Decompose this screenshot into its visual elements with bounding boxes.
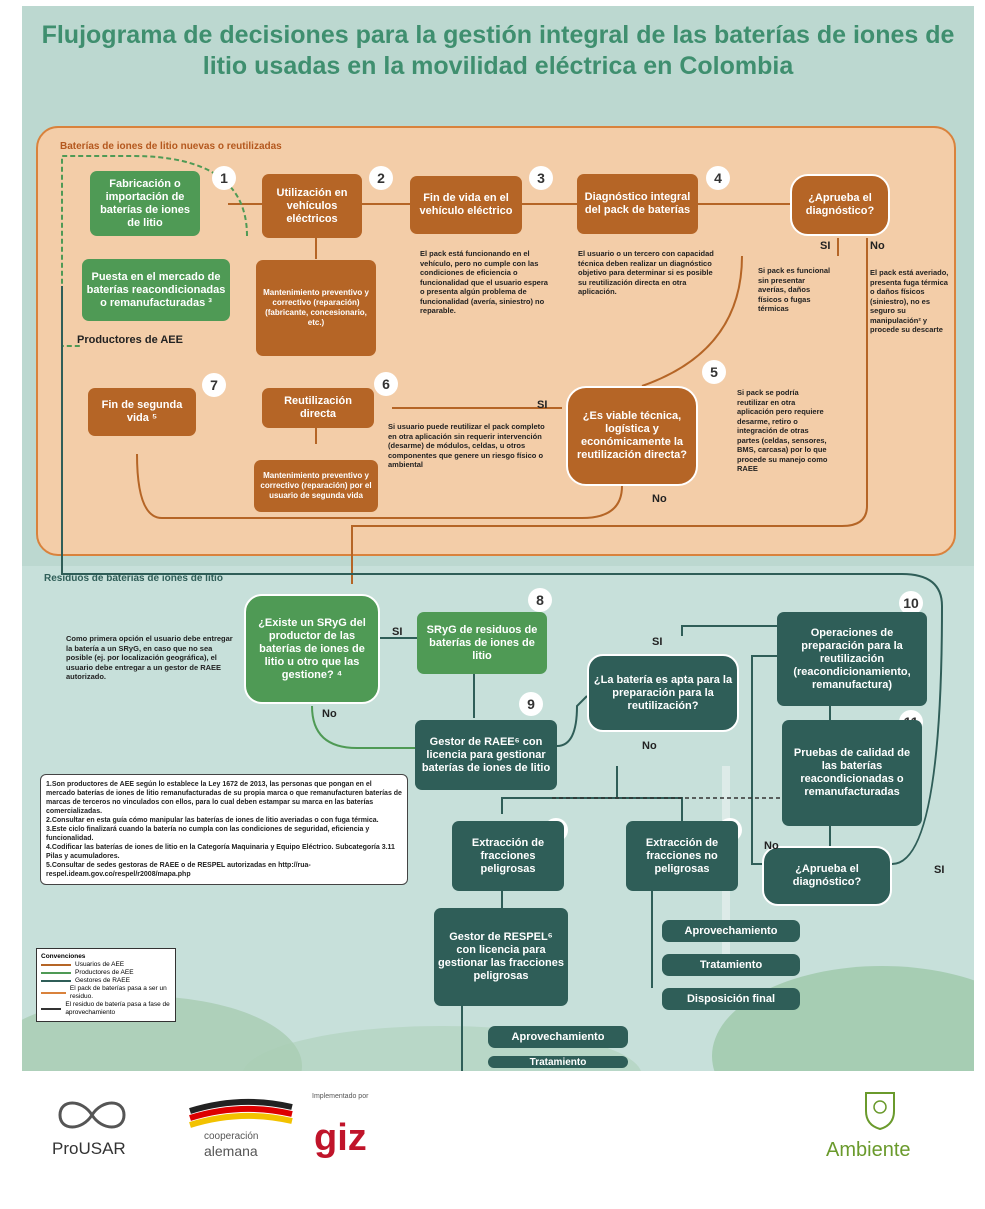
legend-item: Gestores de RAEE bbox=[41, 977, 171, 985]
node-existe-sryg: ¿Existe un SRyG del productor de las bat… bbox=[244, 594, 380, 704]
output-aprovechamiento: Aprovechamiento bbox=[662, 920, 800, 942]
legend-label: El residuo de batería pasa a fase de apr… bbox=[65, 1001, 170, 1016]
node-pruebas-calidad: Pruebas de calidad de las baterías reaco… bbox=[782, 720, 922, 826]
note-fin-vida: El pack está funcionando en el vehículo,… bbox=[420, 249, 548, 315]
legend-item: El pack de baterías pasa a ser un residu… bbox=[41, 985, 171, 1001]
prousar-logo: ProUSAR bbox=[52, 1139, 126, 1158]
footnote: 4.Codificar las baterías de iones de lit… bbox=[46, 844, 395, 860]
note-sryg: Como primera opción el usuario debe entr… bbox=[66, 634, 233, 681]
colombia-shield-icon bbox=[865, 1092, 895, 1131]
node-gestor-respel: Gestor de RESPEL⁶ con licencia para gest… bbox=[434, 908, 568, 1006]
step-number: 9 bbox=[519, 692, 543, 716]
step-number: 3 bbox=[529, 166, 553, 190]
output-tratamiento: Tratamiento bbox=[662, 954, 800, 976]
node-utilizacion: Utilización en vehículos eléctricos bbox=[262, 174, 362, 238]
step-number: 2 bbox=[369, 166, 393, 190]
legend-swatch bbox=[41, 972, 71, 974]
node-fin-segunda-vida: Fin de segunda vida ⁵ bbox=[88, 388, 196, 436]
node-apta-reutilizacion: ¿La batería es apta para la preparación … bbox=[587, 654, 739, 732]
node-mantenimiento-segunda-vida: Mantenimiento preventivo y correctivo (r… bbox=[254, 460, 378, 512]
node-operaciones-preparacion: Operaciones de preparación para la reuti… bbox=[777, 612, 927, 706]
output-disposicion-final: Disposición final bbox=[662, 988, 800, 1010]
productores-label: Productores de AEE bbox=[77, 334, 183, 346]
legend-swatch bbox=[41, 1008, 62, 1010]
step-number: 1 bbox=[212, 166, 236, 190]
label-si: SI bbox=[934, 864, 945, 876]
connector-lines bbox=[61, 155, 944, 1071]
step-number: 7 bbox=[202, 373, 226, 397]
node-reutilizacion-directa: Reutilización directa bbox=[262, 388, 374, 428]
footnotes-box: 1.Son productores de AEE según lo establ… bbox=[40, 774, 408, 885]
label-si: SI bbox=[392, 626, 403, 638]
output-tratamiento: Tratamiento bbox=[488, 1056, 628, 1068]
label-si: SI bbox=[652, 636, 663, 648]
legend-swatch bbox=[41, 964, 71, 966]
node-gestor-raee: Gestor de RAEE⁶ con licencia para gestio… bbox=[415, 720, 557, 790]
page-title: Flujograma de decisiones para la gestión… bbox=[41, 21, 955, 80]
label-si: SI bbox=[820, 240, 831, 252]
node-viable-reutilizacion: ¿Es viable técnica, logística y económic… bbox=[566, 386, 698, 486]
legend-label: Productores de AEE bbox=[75, 969, 134, 976]
node-fracciones-peligrosas: Extracción de fracciones peligrosas bbox=[452, 821, 564, 891]
label-no: No bbox=[652, 493, 667, 505]
footnote: 2.Consultar en esta guía cómo manipular … bbox=[46, 817, 379, 824]
label-no: No bbox=[764, 840, 779, 852]
legend-item: El residuo de batería pasa a fase de apr… bbox=[41, 1001, 171, 1017]
node-fracciones-no-peligrosas: Extracción de fracciones no peligrosas bbox=[626, 821, 738, 891]
legend: Convenciones Usuarios de AEE Productores… bbox=[36, 948, 176, 1022]
node-aprueba-diagnostico: ¿Aprueba el diagnóstico? bbox=[790, 174, 890, 236]
flowchart-poster: Flujograma de decisiones para la gestión… bbox=[22, 6, 974, 1071]
ambiente-logo: Ambiente bbox=[826, 1139, 911, 1161]
node-aprueba-pruebas: ¿Aprueba el diagnóstico? bbox=[762, 846, 892, 906]
legend-item: Productores de AEE bbox=[41, 969, 171, 977]
output-aprovechamiento: Aprovechamiento bbox=[488, 1026, 628, 1048]
german-flag-icon bbox=[189, 1098, 293, 1128]
node-diagnostico: Diagnóstico integral del pack de batería… bbox=[577, 174, 698, 234]
legend-swatch bbox=[41, 992, 66, 994]
legend-label: Gestores de RAEE bbox=[75, 977, 130, 984]
legend-swatch bbox=[41, 980, 71, 982]
step-number: 4 bbox=[706, 166, 730, 190]
note-diagnostico: El usuario o un tercero con capacidad té… bbox=[578, 249, 714, 296]
footnote: 1.Son productores de AEE según lo establ… bbox=[46, 781, 402, 815]
step-number: 5 bbox=[702, 360, 726, 384]
step-number: 10 bbox=[899, 591, 923, 615]
lower-section-label: Residuos de baterías de iones de litio bbox=[44, 573, 223, 584]
label-no: No bbox=[870, 240, 885, 252]
node-fabricacion: Fabricación o importación de baterías de… bbox=[90, 171, 200, 236]
label-no: No bbox=[642, 740, 657, 752]
step-number: 6 bbox=[374, 372, 398, 396]
coop-label-2: alemana bbox=[204, 1143, 258, 1159]
label-si: SI bbox=[537, 399, 548, 411]
label-no: No bbox=[322, 708, 337, 720]
note-si-diagnostico: Si pack es funcional sin presentar averí… bbox=[758, 266, 831, 313]
note-no-diagnostico: El pack está averiado, presenta fuga tér… bbox=[870, 268, 949, 334]
node-puesta-mercado: Puesta en el mercado de baterías reacond… bbox=[82, 259, 230, 321]
footnote: 5.Consultar de sedes gestoras de RAEE o … bbox=[46, 862, 311, 878]
coop-label: cooperación bbox=[204, 1131, 259, 1142]
node-sryg-residuos: SRyG de residuos de baterías de iones de… bbox=[417, 612, 547, 674]
legend-label: Usuarios de AEE bbox=[75, 961, 125, 968]
note-no-viable: Si pack se podría reutilizar en otra apl… bbox=[737, 388, 828, 473]
node-mantenimiento: Mantenimiento preventivo y correctivo (r… bbox=[256, 260, 376, 356]
footer: ProUSAR cooperación alemana Implementado… bbox=[0, 1071, 985, 1209]
footnote: 3.Este ciclo finalizará cuando la baterí… bbox=[46, 826, 370, 842]
implementado-label: Implementado por bbox=[312, 1093, 369, 1100]
step-number: 8 bbox=[528, 588, 552, 612]
node-fin-vida: Fin de vida en el vehículo eléctrico bbox=[410, 176, 522, 234]
legend-title: Convenciones bbox=[41, 953, 86, 960]
prousar-logo-icon bbox=[58, 1101, 126, 1129]
legend-label: El pack de baterías pasa a ser un residu… bbox=[69, 985, 167, 1000]
note-viable-si: Si usuario puede reutilizar el pack comp… bbox=[388, 422, 545, 469]
giz-logo: giz bbox=[314, 1117, 367, 1159]
legend-item: Usuarios de AEE bbox=[41, 961, 171, 969]
upper-section-label: Baterías de iones de litio nuevas o reut… bbox=[60, 141, 282, 152]
